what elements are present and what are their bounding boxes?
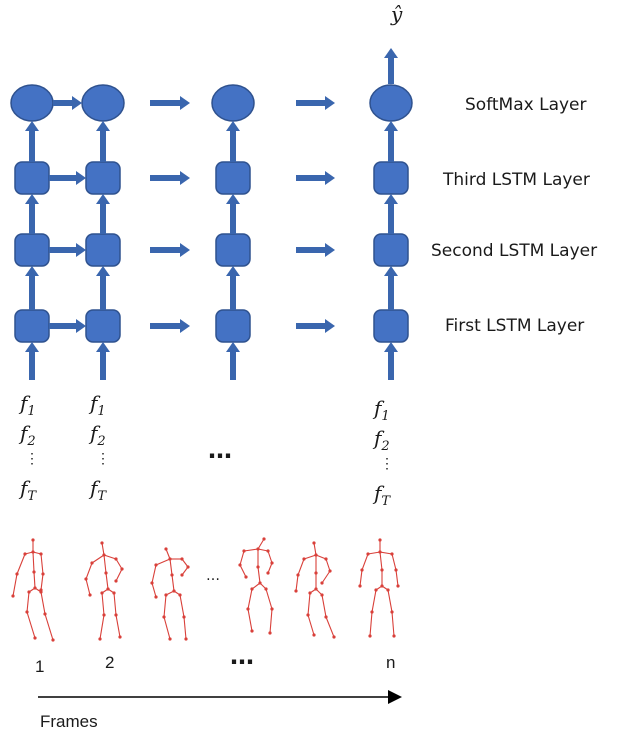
softmax-node-col3 [211, 84, 255, 122]
feature-vdots: ⋮ [96, 451, 110, 467]
third-to-softmax-arrow-col2 [96, 121, 110, 162]
softmax-layer-label: SoftMax Layer [465, 95, 587, 115]
third-to-softmax-arrow-col1 [25, 121, 39, 162]
first-lstm-layer-label: First LSTM Layer [445, 316, 585, 336]
softmax-node-col1 [10, 84, 54, 122]
first-horizontal-arrow-3 [296, 319, 335, 333]
feature-f2: f2 [20, 421, 36, 449]
output-arrow [384, 48, 398, 84]
features-ellipsis: … [208, 436, 234, 464]
skeleton-frame-1 [11, 538, 55, 642]
nodes-group [10, 84, 413, 343]
second-lstm-layer-label: Second LSTM Layer [431, 241, 598, 261]
output-y-hat-label: ŷ [391, 2, 403, 26]
second-to-third-arrow-col1 [25, 194, 39, 234]
first-to-second-arrow-col1 [25, 266, 39, 310]
feature-fT: fT [90, 476, 107, 504]
input-arrow-col3 [226, 342, 240, 380]
skeleton-frame-5 [294, 541, 336, 639]
second-horizontal-arrow-1 [49, 243, 86, 257]
first-lstm-node-col2 [85, 309, 121, 343]
feature-f1: f1 [374, 396, 390, 424]
frames-axis-arrowhead [388, 690, 402, 704]
softmax-horizontal-arrow-1 [53, 96, 82, 110]
second-to-third-arrow-col3 [226, 194, 240, 234]
frame-number-n: n [386, 653, 396, 672]
second-horizontal-arrow-2 [150, 243, 190, 257]
first-horizontal-arrow-2 [150, 319, 190, 333]
softmax-node-coln [369, 84, 413, 122]
skeleton-ellipsis: … [206, 568, 220, 584]
second-lstm-node-col3 [215, 233, 251, 267]
third-lstm-layer-label: Third LSTM Layer [443, 170, 590, 190]
frame-number-1: 1 [35, 657, 45, 676]
frame-number-ellipsis: … [230, 642, 256, 670]
second-to-third-arrow-coln [384, 194, 398, 234]
second-lstm-node-coln [373, 233, 409, 267]
feature-fT: fT [20, 476, 37, 504]
frames-axis [38, 690, 402, 704]
first-lstm-node-coln [373, 309, 409, 343]
arrows-group [25, 48, 398, 380]
feature-vdots: ⋮ [380, 456, 394, 472]
skeleton-frame-3 [150, 547, 190, 641]
skeletons-group [11, 537, 400, 642]
third-horizontal-arrow-2 [150, 171, 190, 185]
feature-f1: f1 [20, 391, 36, 419]
first-to-second-arrow-col2 [96, 266, 110, 310]
input-arrow-col1 [25, 342, 39, 380]
third-lstm-node-col3 [215, 161, 251, 195]
third-horizontal-arrow-1 [49, 171, 86, 185]
feature-f2: f2 [90, 421, 106, 449]
third-lstm-node-coln [373, 161, 409, 195]
input-arrow-col2 [96, 342, 110, 380]
softmax-horizontal-arrow-2 [150, 96, 190, 110]
first-to-second-arrow-coln [384, 266, 398, 310]
feature-f1: f1 [90, 391, 106, 419]
third-horizontal-arrow-3 [296, 171, 335, 185]
third-lstm-node-col2 [85, 161, 121, 195]
first-lstm-node-col1 [14, 309, 50, 343]
first-lstm-node-col3 [215, 309, 251, 343]
softmax-node-col2 [81, 84, 125, 122]
feature-fT: fT [374, 481, 391, 509]
skeleton-frame-n [358, 538, 400, 638]
second-horizontal-arrow-3 [296, 243, 335, 257]
feature-f2: f2 [374, 426, 390, 454]
frames-axis-label: Frames [40, 712, 98, 731]
third-to-softmax-arrow-coln [384, 121, 398, 162]
feature-vdots: ⋮ [25, 451, 39, 467]
input-arrow-coln [384, 342, 398, 380]
skeleton-frame-4 [238, 537, 274, 635]
second-lstm-node-col2 [85, 233, 121, 267]
first-to-second-arrow-col3 [226, 266, 240, 310]
skeleton-frame-2 [84, 541, 124, 641]
second-to-third-arrow-col2 [96, 194, 110, 234]
frame-number-2: 2 [105, 653, 115, 672]
third-to-softmax-arrow-col3 [226, 121, 240, 162]
second-lstm-node-col1 [14, 233, 50, 267]
softmax-horizontal-arrow-3 [296, 96, 335, 110]
first-horizontal-arrow-1 [49, 319, 86, 333]
third-lstm-node-col1 [14, 161, 50, 195]
